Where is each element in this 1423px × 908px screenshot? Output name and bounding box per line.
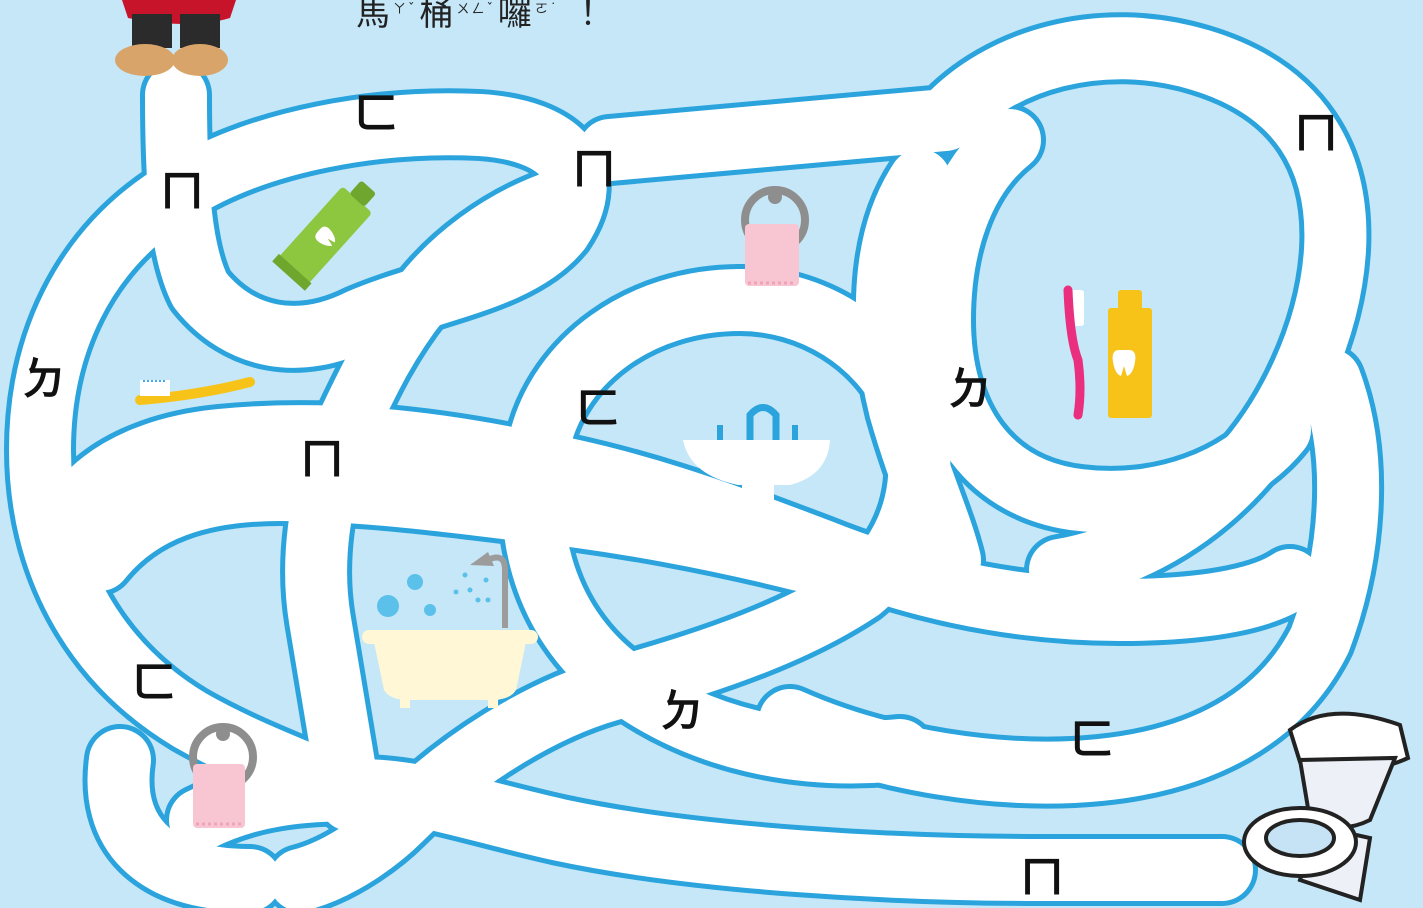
title-char-2: 囉 — [498, 0, 535, 34]
maze-symbol[interactable]: ㄇ — [1020, 852, 1064, 903]
maze-symbol[interactable]: ㄇ — [160, 166, 204, 217]
maze-symbol[interactable]: ㄈ — [576, 383, 620, 434]
maze-path-fill — [9, 17, 1380, 908]
maze-symbol[interactable]: ㄇ — [300, 434, 344, 485]
towel-ring-icon — [741, 186, 809, 286]
title-zhuyin-0: ㄚˇ — [393, 2, 417, 18]
maze-symbol[interactable]: ㄇ — [1294, 108, 1338, 159]
maze-road — [29, 405, 1321, 641]
maze-symbol[interactable]: ㄈ — [1070, 714, 1114, 765]
title-zhuyin-2: ㄛ˙ — [535, 2, 559, 18]
maze-symbol[interactable]: ㄇ — [572, 144, 616, 195]
maze-symbol[interactable]: ㄈ — [354, 88, 398, 139]
toothpaste-green-icon — [272, 181, 376, 291]
maze-road — [285, 169, 591, 831]
page-title: 馬ㄚˇ桶ㄨㄥˇ囉ㄛ˙ ！ — [356, 0, 616, 35]
title-char-1: 桶 — [419, 0, 456, 34]
character-feet-icon — [115, 0, 236, 76]
sink-icon — [683, 404, 830, 510]
maze-road — [169, 759, 1253, 901]
maze-road — [501, 269, 931, 784]
maze-road — [69, 459, 831, 591]
title-punctuation: ！ — [579, 0, 616, 34]
toothbrush-icon — [1063, 285, 1085, 420]
towel-ring-icon — [189, 723, 257, 828]
toilet-icon — [1242, 711, 1411, 903]
maze-road — [855, 149, 981, 591]
maze-road — [87, 729, 281, 908]
toothpaste-yellow-icon — [1108, 290, 1152, 418]
maze-symbol[interactable]: ㄉ — [660, 686, 704, 737]
toothbrush-yellow-icon — [135, 377, 255, 405]
title-zhuyin-1: ㄨㄥˇ — [456, 2, 496, 18]
maze-paths — [4, 12, 1385, 908]
maze-symbol[interactable]: ㄉ — [948, 364, 992, 415]
bathtub-icon — [362, 552, 538, 708]
maze-road — [759, 349, 1380, 804]
maze-symbol[interactable]: ㄉ — [22, 354, 66, 405]
maze-road — [909, 109, 1311, 533]
maze-road — [9, 64, 607, 831]
title-char-0: 馬 — [356, 0, 392, 34]
maze-symbol[interactable]: ㄈ — [132, 657, 176, 708]
